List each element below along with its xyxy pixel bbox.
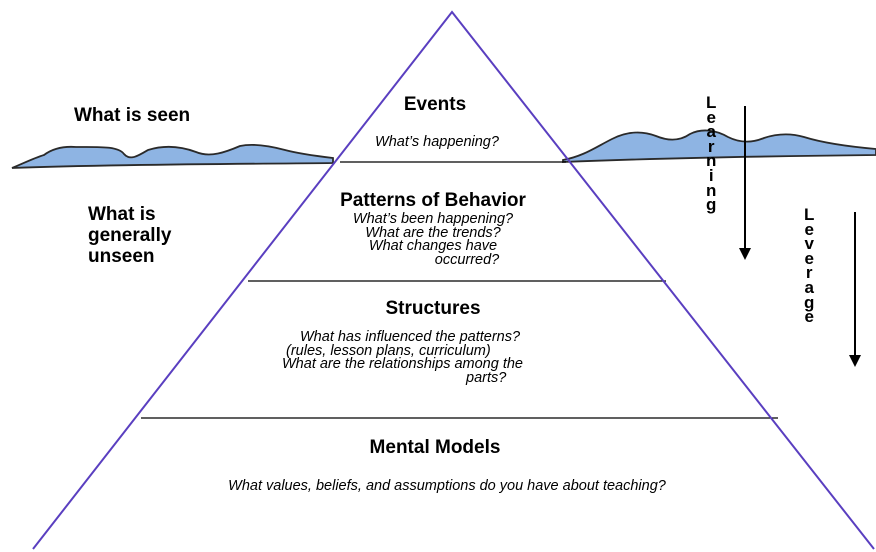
leverage-letter: a [804,277,814,297]
structures-question: parts? [466,369,507,386]
structures-question: (rules, lesson plans, curriculum) [286,342,491,359]
water-left [11,143,334,169]
leverage-letter: g [804,292,815,312]
learning-letter: i [708,165,714,185]
learning-letter: a [706,122,716,142]
learning-letter: g [706,195,717,215]
learning-letter: r [707,136,715,156]
leverage-letter: r [805,263,813,283]
pyramid-outline [32,10,875,550]
leverage-letter: L [804,205,815,224]
patterns-question: What changes have [368,238,498,254]
leverage-letter: e [804,219,814,239]
label-unseen-line: generally [88,225,172,246]
mental-models-question: What values, beliefs, and assumptions do… [228,478,666,494]
structures-questions: What has influenced the patterns? (rules… [282,329,523,386]
learning-letter: e [706,107,716,127]
patterns-question: What’s been happening? [352,211,514,227]
patterns-question: occurred? [434,251,500,268]
learning-letter: n [706,180,717,200]
structures-question: What has influenced the patterns? [300,329,521,345]
label-what-is-seen: What is seen [74,105,191,126]
patterns-questions: What’s been happening? What are the tren… [352,211,514,268]
learning-arrow-head [739,248,751,260]
structures-title: Structures [385,298,481,319]
label-unseen-line: What is [88,204,156,225]
label-unseen-line: unseen [88,246,155,267]
leverage-letter: e [804,307,814,327]
patterns-question: What are the trends? [365,224,501,241]
events-question: What’s happening? [375,134,499,150]
leverage-letter: v [804,234,814,254]
water-right [562,129,876,163]
structures-question: What are the relationships among the [282,356,523,372]
leverage-letter: e [804,248,814,268]
leverage-arrow-head [849,355,861,367]
learning-letter: n [706,151,717,171]
leverage-label: L e v e r a g e [804,205,815,327]
learning-letter: L [706,93,717,112]
learning-label: L e a r n i n g [706,93,717,215]
patterns-title: Patterns of Behavior [340,190,526,211]
mental-models-title: Mental Models [369,437,501,458]
label-what-is-unseen: What is generally unseen [88,204,171,267]
events-title: Events [403,94,467,115]
